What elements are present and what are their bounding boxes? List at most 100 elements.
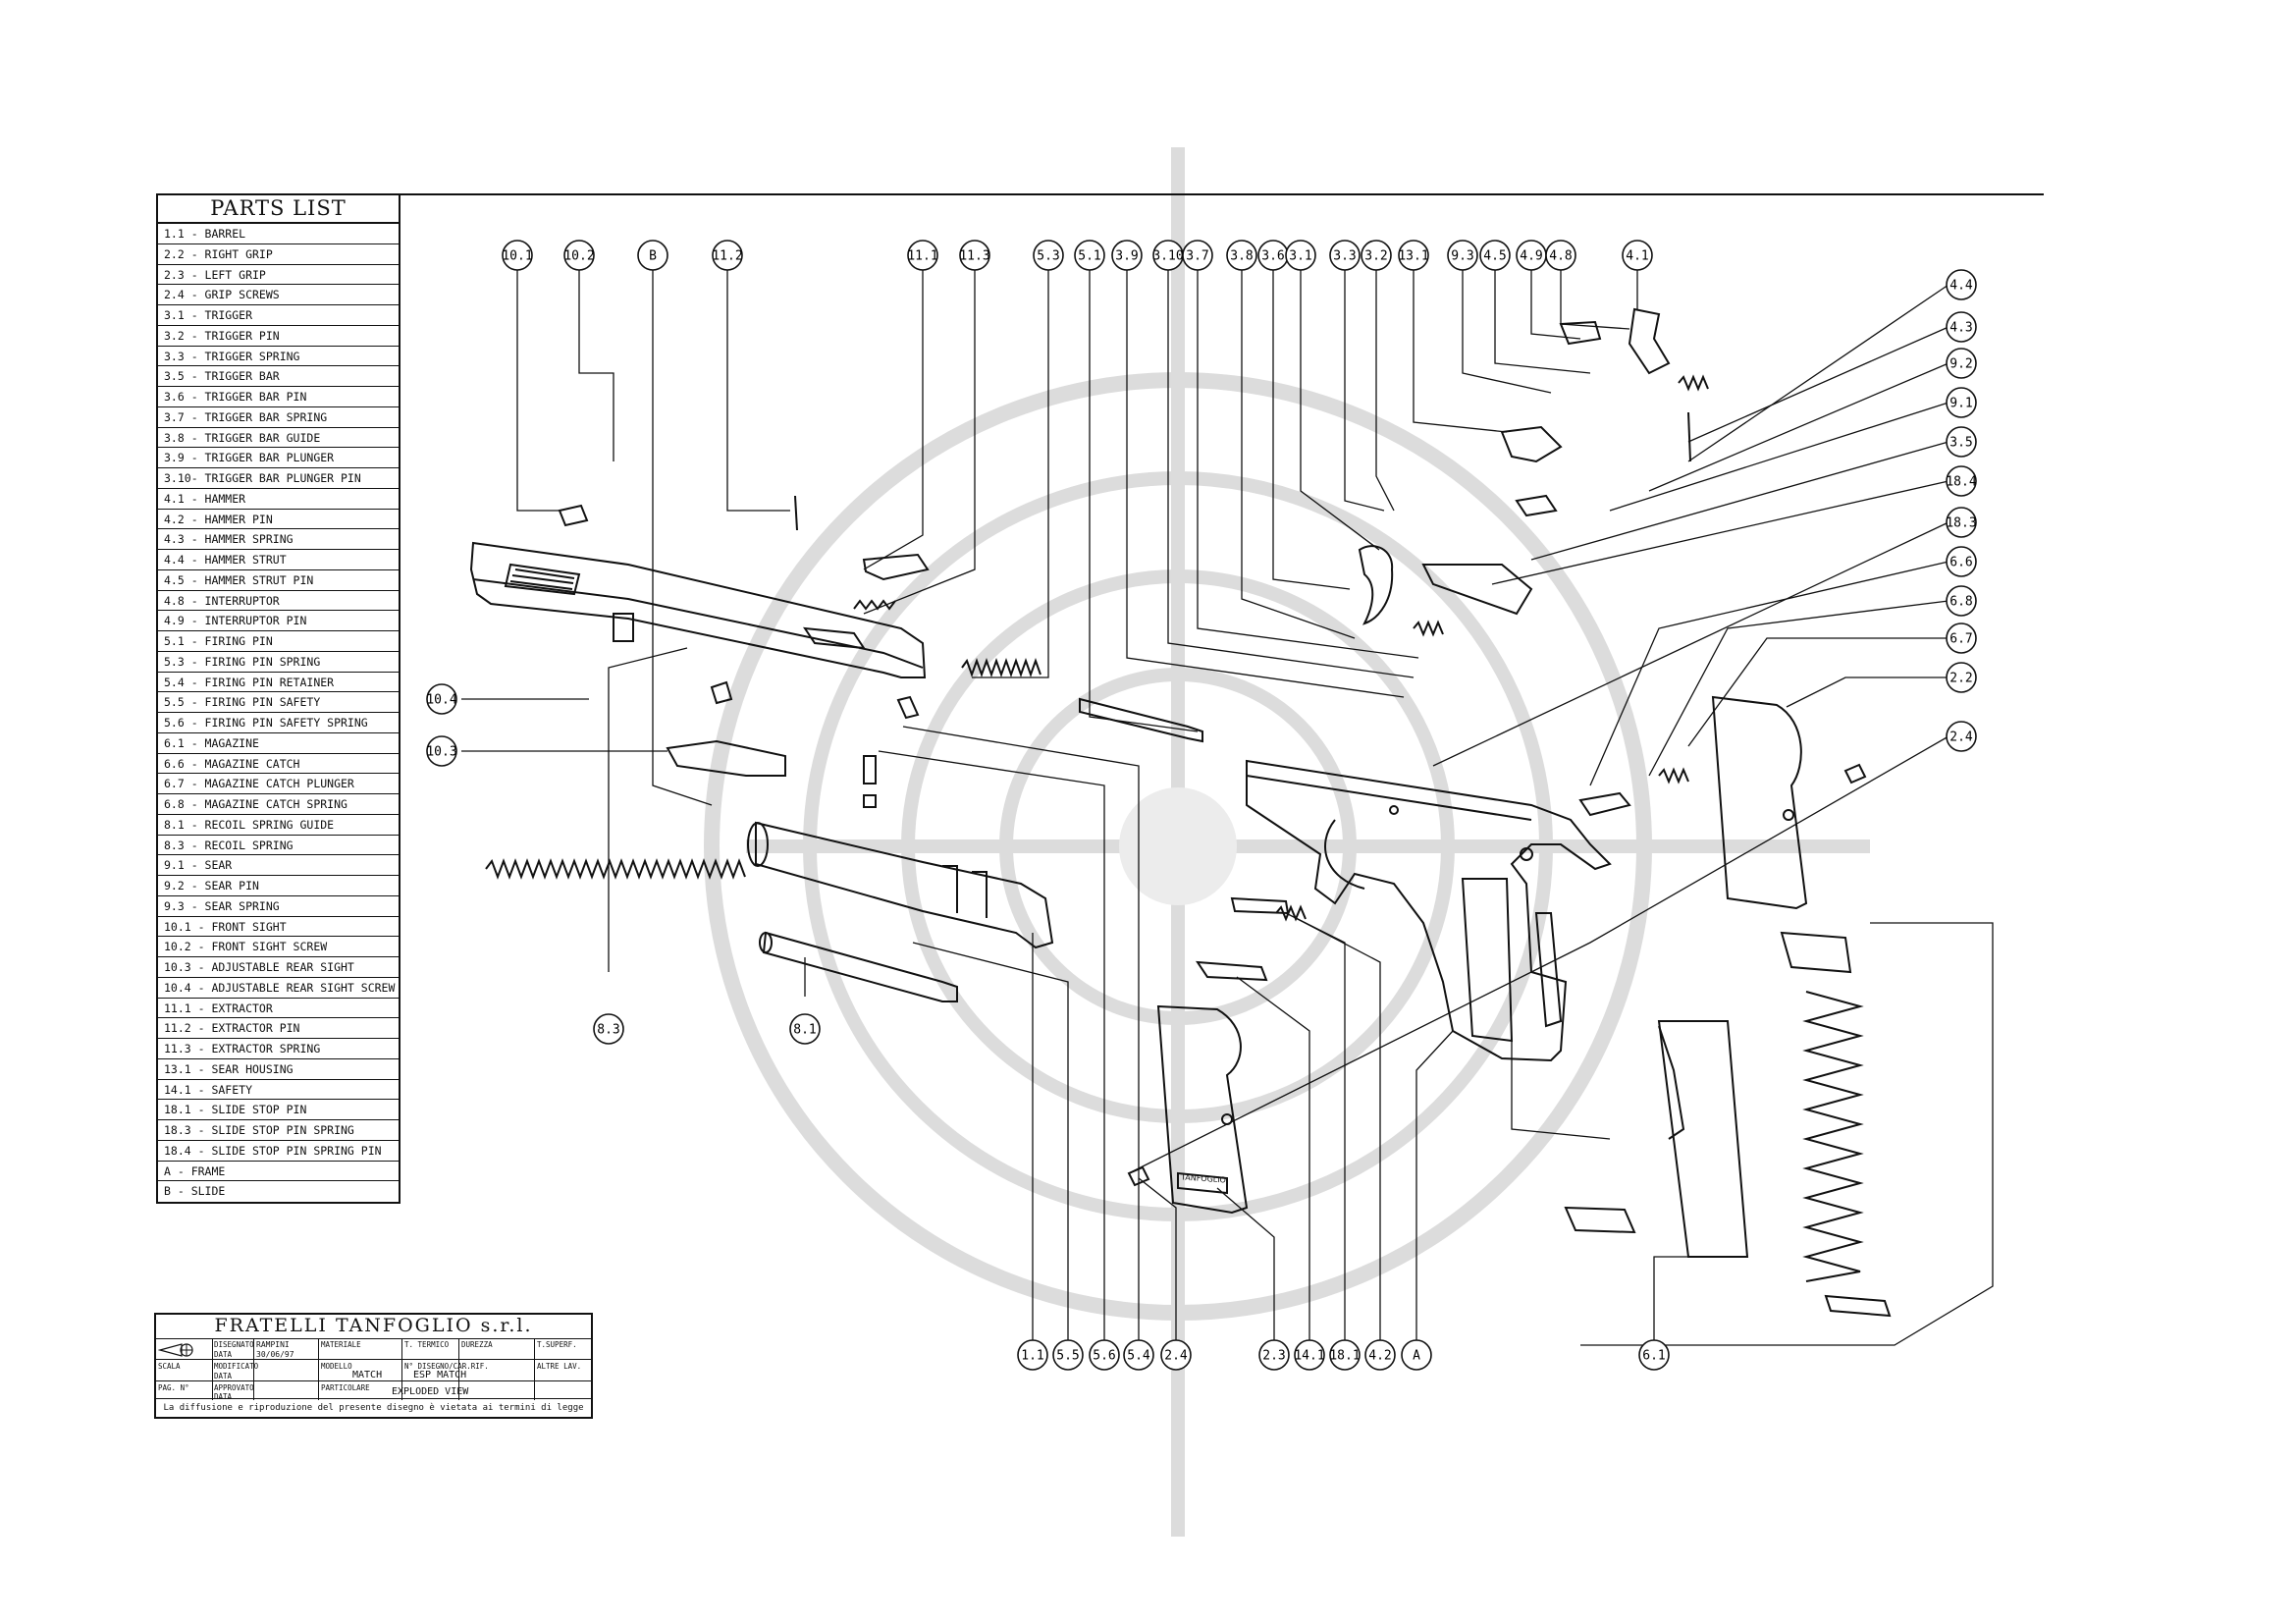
- parts-list-row: 9.1 - SEAR: [158, 855, 399, 876]
- parts-list-row: 11.1 - EXTRACTOR: [158, 999, 399, 1019]
- parts-list-row: 3.6 - TRIGGER BAR PIN: [158, 387, 399, 407]
- magazine-spring-part: [1780, 931, 1892, 1318]
- parts-list-row: 3.2 - TRIGGER PIN: [158, 326, 399, 347]
- parts-list-row: 10.2 - FRONT SIGHT SCREW: [158, 937, 399, 957]
- company-name: FRATELLI TANFOGLIO s.r.l.: [214, 1315, 533, 1336]
- recoil-guide-part: [759, 931, 958, 1002]
- parts-list-row: 5.4 - FIRING PIN RETAINER: [158, 673, 399, 693]
- barrel-part: [747, 821, 1054, 949]
- parts-list-row: 3.3 - TRIGGER SPRING: [158, 347, 399, 367]
- parts-list-row: 2.3 - LEFT GRIP: [158, 265, 399, 286]
- extractor-spring: [853, 599, 896, 611]
- parts-list-row: 3.5 - TRIGGER BAR: [158, 366, 399, 387]
- durezza-label: DUREZZA: [461, 1340, 493, 1349]
- sear-housing-part: [1500, 425, 1563, 517]
- parts-list-row: 11.2 - EXTRACTOR PIN: [158, 1018, 399, 1039]
- disegnato-value: RAMPINI: [256, 1340, 290, 1349]
- parts-list-row: 11.3 - EXTRACTOR SPRING: [158, 1039, 399, 1059]
- trigger-bar-spring: [1413, 620, 1444, 637]
- data3-label: DATA: [214, 1392, 233, 1401]
- modello-value: MATCH: [352, 1370, 383, 1380]
- firing-pin-spring-part: [961, 658, 1041, 677]
- modello-label: MODELLO: [321, 1362, 352, 1371]
- altre-lav-label: ALTRE LAV.: [537, 1362, 582, 1371]
- parts-list-row: 3.7 - TRIGGER BAR SPRING: [158, 407, 399, 428]
- materiale-label: MATERIALE: [321, 1340, 361, 1349]
- target-watermark: [704, 147, 1870, 1537]
- n-disegno-value: ESP MATCH: [413, 1370, 467, 1380]
- particolare-label: PARTICOLARE: [321, 1383, 370, 1392]
- right-grip-part: [1711, 695, 1808, 910]
- parts-list-row: 10.1 - FRONT SIGHT: [158, 917, 399, 938]
- extractor-part: [862, 553, 930, 581]
- parts-list-row: 9.3 - SEAR SPRING: [158, 896, 399, 917]
- n-disegno-label: N° DISEGNO/CAR.RIF.: [404, 1362, 489, 1371]
- leader-lines: [461, 255, 1994, 1346]
- extractor-pin: [794, 495, 798, 531]
- scala-label: SCALA: [158, 1362, 181, 1371]
- t-termico-label: T. TERMICO: [404, 1340, 450, 1349]
- parts-list-row: 18.3 - SLIDE STOP PIN SPRING: [158, 1120, 399, 1141]
- parts-list-row: 2.2 - RIGHT GRIP: [158, 244, 399, 265]
- parts-list-row: 6.7 - MAGAZINE CATCH PLUNGER: [158, 774, 399, 794]
- parts-list-row: B - SLIDE: [164, 1184, 226, 1199]
- data-value: 30/06/97: [256, 1350, 294, 1359]
- parts-list-row: 6.8 - MAGAZINE CATCH SPRING: [158, 794, 399, 815]
- slide-stop-part: [1230, 896, 1290, 915]
- parts-list-row: 6.6 - MAGAZINE CATCH: [158, 754, 399, 775]
- parts-list-row: 18.1 - SLIDE STOP PIN: [158, 1100, 399, 1120]
- parts-list-row: 8.1 - RECOIL SPRING GUIDE: [158, 815, 399, 836]
- front-sight-part: [558, 504, 589, 527]
- parts-list-row: 4.8 - INTERRUPTOR: [158, 591, 399, 612]
- approvato-label: APPROVATO: [214, 1383, 254, 1392]
- parts-list-row: 10.3 - ADJUSTABLE REAR SIGHT: [158, 957, 399, 978]
- parts-list-row: 3.1 - TRIGGER: [158, 305, 399, 326]
- parts-list-row: 1.1 - BARREL: [158, 224, 399, 244]
- parts-list-row: 4.1 - HAMMER: [158, 489, 399, 510]
- parts-list-row: 4.3 - HAMMER SPRING: [158, 529, 399, 550]
- grip-screw-part: [1127, 763, 1867, 1187]
- parts-list-row: 4.2 - HAMMER PIN: [158, 510, 399, 530]
- parts-list-row: 13.1 - SEAR HOUSING: [158, 1059, 399, 1080]
- parts-list-row: 3.8 - TRIGGER BAR GUIDE: [158, 428, 399, 449]
- particolare-value: EXPLODED VIEW: [392, 1386, 469, 1397]
- safety-part: [1196, 960, 1268, 982]
- data2-label: DATA: [214, 1372, 233, 1380]
- parts-list-row: 14.1 - SAFETY: [158, 1080, 399, 1101]
- parts-list-row: 5.3 - FIRING PIN SPRING: [158, 652, 399, 673]
- t-superf-label: T.SUPERF.: [537, 1340, 577, 1349]
- parts-list-row: 4.5 - HAMMER STRUT PIN: [158, 570, 399, 591]
- parts-list-row: 5.1 - FIRING PIN: [158, 631, 399, 652]
- magazine-part: [1564, 1020, 1749, 1258]
- parts-list-row: 8.3 - RECOIL SPRING: [158, 836, 399, 856]
- hammer-part: [1559, 307, 1709, 462]
- parts-list-row: A - FRAME: [158, 1162, 399, 1182]
- trigger-part: [1358, 545, 1533, 625]
- parts-list-row: 6.1 - MAGAZINE: [158, 733, 399, 754]
- parts-list-row: 3.10- TRIGGER BAR PLUNGER PIN: [158, 468, 399, 489]
- firing-pin-part: [1079, 697, 1203, 743]
- parts-list-row: 18.4 - SLIDE STOP PIN SPRING PIN: [158, 1141, 399, 1162]
- parts-list-title: PARTS LIST: [158, 195, 399, 224]
- parts-list-row: 5.5 - FIRING PIN SAFETY: [158, 692, 399, 713]
- firing-pin-safety-part: [863, 755, 877, 808]
- parts-list-row: 5.6 - FIRING PIN SAFETY SPRING: [158, 713, 399, 733]
- slide-part: [469, 541, 927, 678]
- parts-list-row: 4.9 - INTERRUPTOR PIN: [158, 611, 399, 631]
- title-block: FRATELLI TANFOGLIO s.r.l. DISEGNATO RAMP…: [154, 1313, 593, 1419]
- magazine-catch-spring: [1658, 767, 1689, 784]
- modificato-label: MODIFICATO: [214, 1362, 259, 1371]
- parts-list-row: 9.2 - SEAR PIN: [158, 876, 399, 896]
- rear-sight-part: [666, 680, 786, 777]
- copyright-note: La diffusione e riproduzione del present…: [156, 1398, 591, 1417]
- title-block-grid: DISEGNATO RAMPINI DATA 30/06/97 MATERIAL…: [156, 1338, 591, 1401]
- company-logo-icon: [158, 1343, 193, 1357]
- pag-label: PAG. N°: [158, 1383, 189, 1392]
- disegnato-label: DISEGNATO: [214, 1340, 254, 1349]
- recoil-spring-part: [485, 858, 746, 880]
- parts-list-row: 10.4 - ADJUSTABLE REAR SIGHT SCREW: [158, 978, 399, 999]
